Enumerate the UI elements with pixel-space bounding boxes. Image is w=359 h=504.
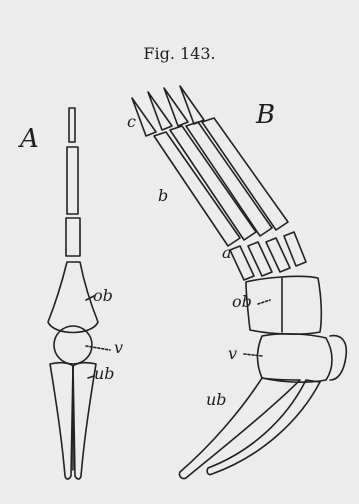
panel-b-label-c: c [127,112,136,131]
panel-b-label-ob: ob [232,292,252,311]
panel-a-label-ob: ob [93,286,113,305]
panel-a-drawing [48,108,98,479]
panel-b-letter: B [256,100,275,130]
a-lower-bone-ub [73,363,96,479]
a-radial-segment [69,108,75,142]
panel-b-label-b: b [158,186,168,205]
panel-a-label-v: v [114,338,123,357]
a-radial-segment [66,218,80,256]
b-v-leader [244,354,262,356]
panel-a-letter: A [20,124,39,154]
a-radial-segment [67,147,78,214]
panel-b-label-a: a [222,243,232,262]
b-ray-tip [180,86,204,124]
panel-a-label-ub: ub [94,364,115,383]
b-lower-bone-ub [179,378,300,479]
panel-b-label-ub: ub [206,390,227,409]
b-ob-leader [258,300,270,304]
b-joint-v [258,334,333,382]
a-lower-bone-ub [50,363,73,479]
b-upper-bone-ob [246,276,321,334]
panel-b-drawing [132,86,346,479]
panel-b-label-v: v [228,344,237,363]
a-v-leader [86,346,110,350]
